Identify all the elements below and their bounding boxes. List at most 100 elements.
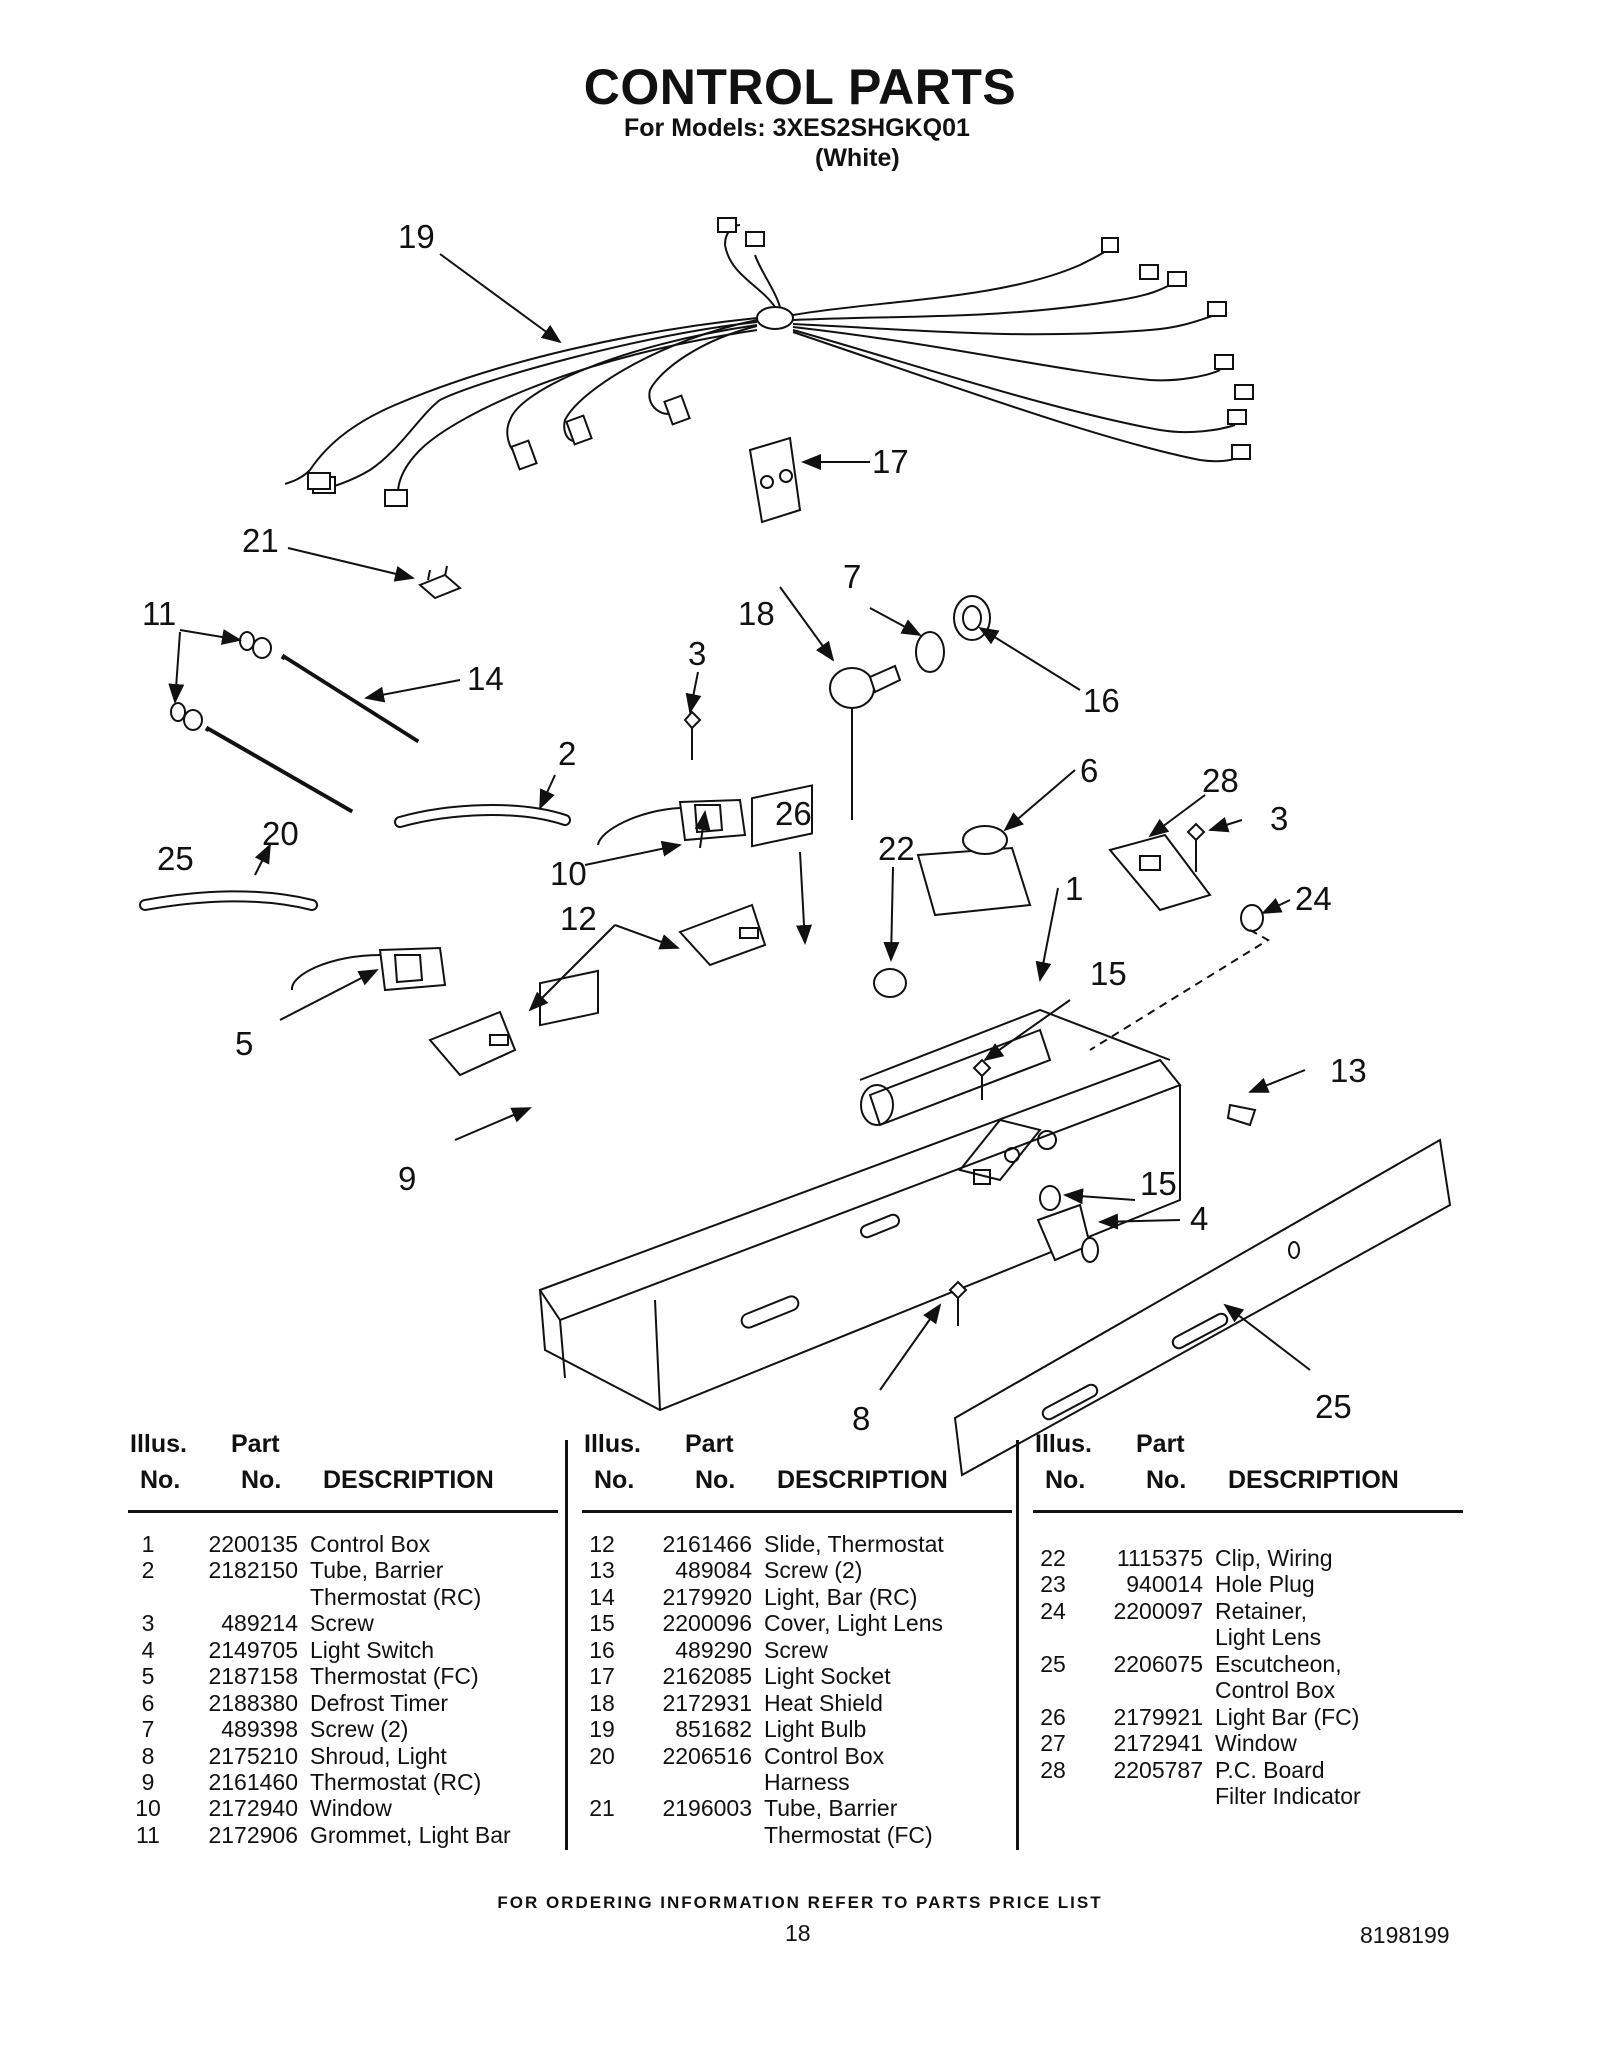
description: Control Box [310,1531,431,1557]
callout-6: 6 [1080,752,1098,789]
description: Window [310,1795,392,1822]
callout-21: 20 [262,815,299,852]
callout-1: 1 [1065,870,1083,907]
light-switch-illustration [1036,1203,1099,1263]
callout-27: 26 [775,795,812,832]
callout-28: 28 [1202,762,1239,799]
control-box-harness-illustration [284,217,1254,507]
description: Clip, Wiring [1215,1545,1333,1571]
description: P.C. Board Filter Indicator [1215,1756,1361,1809]
part-no: 2172940 [208,1795,298,1822]
callout-8: 7 [843,558,861,595]
part-no: 2172906 [208,1821,298,1848]
table-row: 25 2206075 Escutcheon, Control Box [1033,1651,1463,1704]
illus-no: 19 [589,1716,615,1743]
illus-no: 21 [589,1795,615,1822]
description: Light Bulb [764,1716,867,1743]
header-description: DESCRIPTION [1228,1466,1399,1494]
description: Screw (2) [310,1716,409,1743]
callout-24: 24 [1295,880,1332,917]
illus-no: 25 [1040,1650,1066,1677]
description: Grommet, Light Bar [310,1821,511,1848]
part-no: 2206075 [1113,1650,1203,1677]
description: Slide, Thermostat [764,1531,944,1557]
callout-15: 15 [1140,1165,1177,1202]
screw-illustration [683,710,702,760]
part-no: 2187158 [208,1663,298,1690]
screw-13-illustration [1226,1103,1257,1127]
description: Thermostat (FC) [310,1663,479,1690]
thermostat-slide-illustration [428,903,767,1077]
tube-barrier-fc-illustration [139,890,318,911]
callout-12: 12 [560,900,597,937]
part-no: 489290 [675,1636,752,1663]
header-illus: Illus. [130,1430,187,1458]
part-no: 851682 [675,1716,752,1743]
escutcheon-illustration [953,1138,1452,1477]
screw-7-illustration [948,1280,968,1326]
thermostat-rc-illustration [597,798,747,846]
description: Cover, Light Lens [764,1610,944,1637]
table-header: Illus. Part No. No. DESCRIPTION [1033,1430,1463,1513]
illus-no: 28 [1040,1756,1066,1783]
header-illus: Illus. [584,1430,641,1458]
window-27-illustration [751,784,813,848]
control-box-illustration [538,1008,1182,1412]
illus-no: 12 [589,1531,615,1557]
illus-no: 23 [1040,1571,1066,1598]
description: Thermostat (RC) [310,1768,482,1795]
hole-plug-illustration [873,968,907,998]
table-row: 19 851682 Light Bulb [582,1716,1012,1742]
part-no: 2162085 [662,1663,752,1690]
color-label: (White) [815,144,900,172]
illus-no: 17 [589,1663,615,1690]
illus-no: 16 [589,1636,615,1663]
thermostat-fc-illustration [291,946,447,992]
description: Screw (2) [764,1557,863,1584]
part-no: 2196003 [662,1795,752,1822]
header-description: DESCRIPTION [323,1466,494,1494]
callout-23: 22 [878,830,915,867]
illus-no: 1 [141,1531,155,1557]
header-no: No. [140,1466,181,1494]
callout-16: 15 [1090,955,1127,992]
illus-no: 18 [589,1689,615,1716]
description: Light Bar (FC) [1215,1703,1360,1730]
part-no: 2179920 [662,1583,752,1610]
callout-26: 25 [157,840,194,877]
illus-no: 6 [141,1689,155,1716]
description: Control Box Harness [764,1742,885,1795]
document-number: 8198199 [1360,1922,1450,1948]
description: Screw [310,1610,374,1637]
callout-5: 5 [235,1025,253,1062]
light-shroud-illustration [915,631,945,673]
part-no: 2149705 [208,1636,298,1663]
description: Escutcheon, Control Box [1215,1650,1342,1704]
table-row: 12 2161466 Slide, Thermostat [582,1531,1012,1557]
illus-no: 24 [1040,1597,1066,1624]
illus-no: 26 [1040,1703,1066,1730]
illus-no: 10 [135,1795,161,1822]
callout-25: 25 [1315,1388,1352,1425]
part-no: 2161466 [662,1531,752,1557]
light-lens-cover-illustration [1039,1185,1061,1211]
description: Hole Plug [1215,1571,1315,1598]
part-no: 1115375 [1116,1545,1203,1571]
illus-no: 15 [589,1610,615,1637]
description: Defrost Timer [310,1689,449,1716]
